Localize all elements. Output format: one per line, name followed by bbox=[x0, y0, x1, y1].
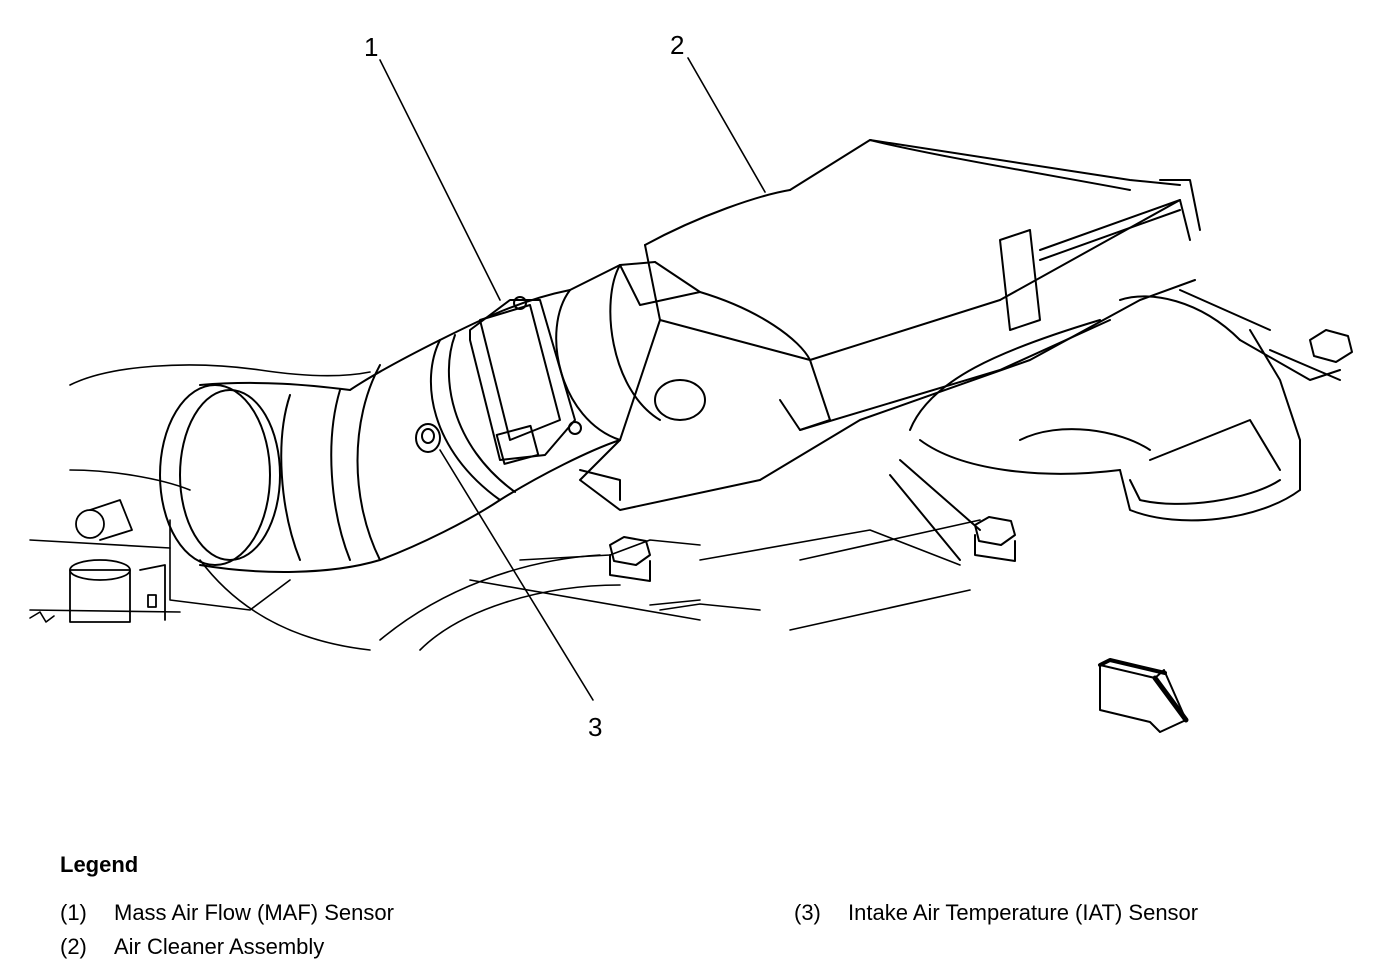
legend-item-number: (3) bbox=[794, 900, 821, 925]
callout-2: 2 bbox=[670, 30, 685, 60]
legend-item-text: Intake Air Temperature (IAT) Sensor bbox=[848, 900, 1199, 925]
outlet-duct bbox=[909, 289, 1341, 522]
legend-item-number: (2) bbox=[60, 934, 87, 959]
front-arrow-icon bbox=[1098, 658, 1189, 733]
legend-item-maf: (1) Mass Air Flow (MAF) Sensor bbox=[60, 900, 394, 926]
iat-sensor bbox=[415, 423, 441, 453]
legend-title: Legend bbox=[60, 852, 139, 877]
intake-duct bbox=[159, 339, 501, 573]
air-cleaner-assembly bbox=[579, 139, 1201, 511]
leader-lines bbox=[379, 57, 766, 701]
legend-item-text: Air Cleaner Assembly bbox=[114, 934, 325, 959]
engine-background bbox=[29, 364, 981, 651]
legend-item-iat: (3) Intake Air Temperature (IAT) Sensor bbox=[794, 900, 1198, 926]
legend-item-air-cleaner: (2) Air Cleaner Assembly bbox=[60, 934, 324, 960]
bracket-parts bbox=[69, 499, 166, 623]
legend-item-text: Mass Air Flow (MAF) Sensor bbox=[114, 900, 394, 925]
callout-3: 3 bbox=[588, 712, 603, 742]
bolts bbox=[609, 329, 1353, 582]
callout-1: 1 bbox=[364, 32, 379, 62]
legend-item-number: (1) bbox=[60, 900, 87, 925]
maf-sensor bbox=[429, 261, 661, 501]
